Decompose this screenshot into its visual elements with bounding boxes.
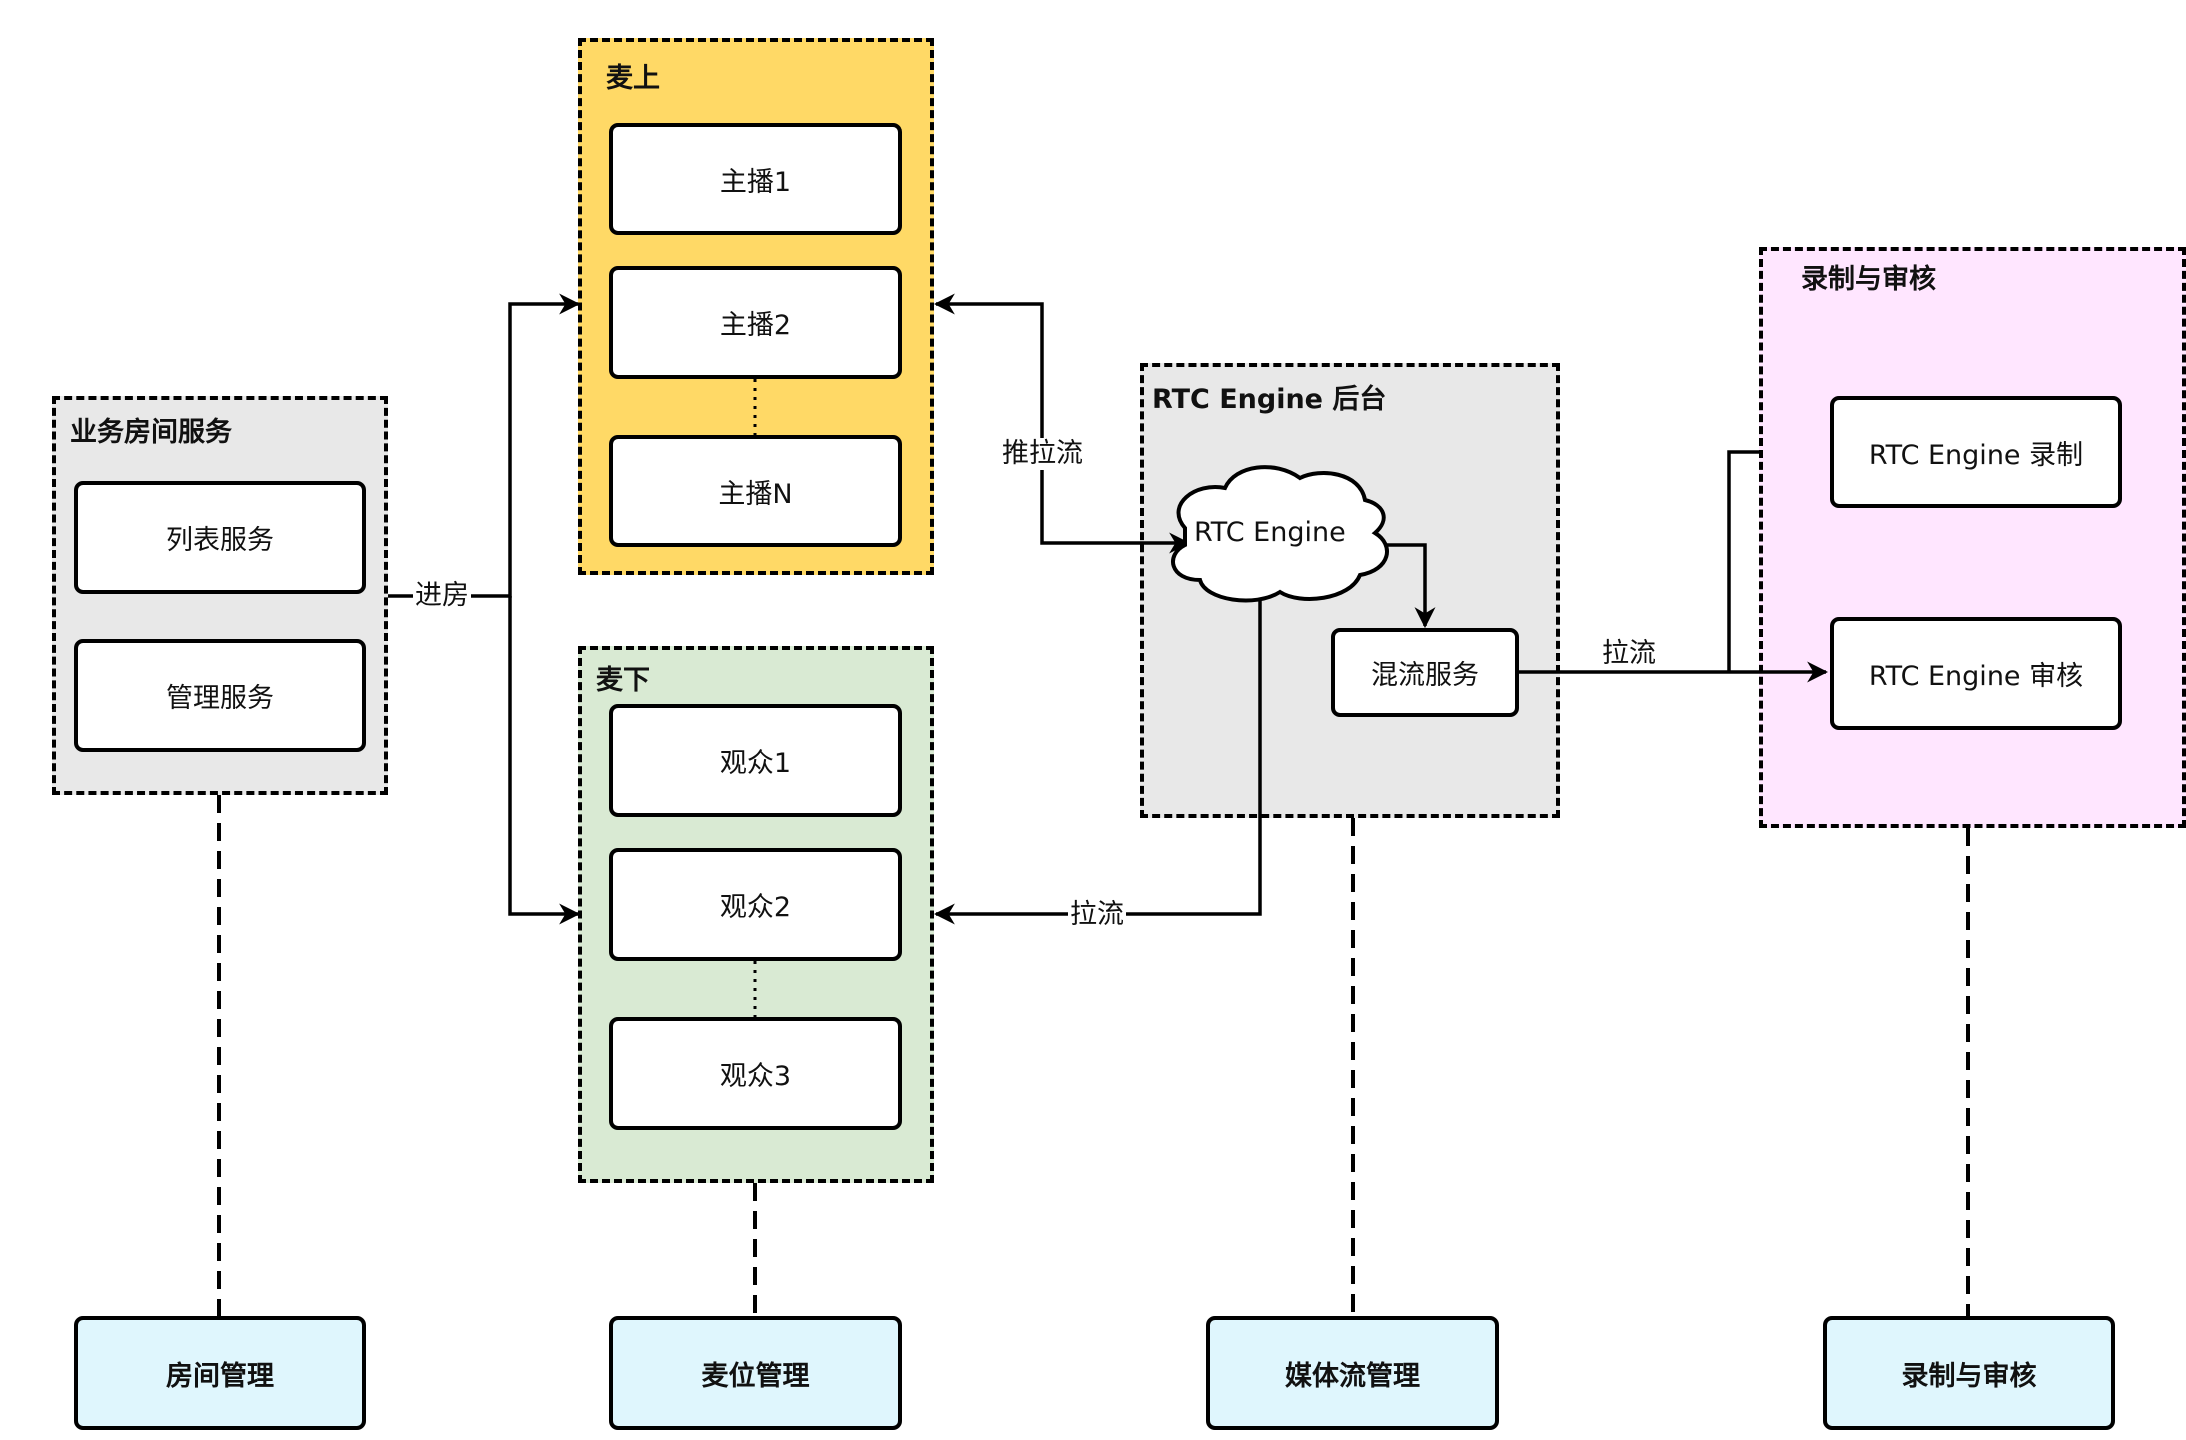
node-rtc-review[interactable]: RTC Engine 审核 [1830, 617, 2122, 730]
bottom-mic-management[interactable]: 麦位管理 [609, 1316, 902, 1430]
cloud-shape [1171, 465, 1389, 603]
node-audience-3[interactable]: 观众3 [609, 1017, 902, 1130]
edge-enter-room [388, 293, 581, 598]
node-host-n[interactable]: 主播N [609, 435, 902, 547]
edge-cloud-mix [1378, 543, 1436, 629]
cloud-label[interactable]: RTC Engine [1194, 517, 1346, 548]
edge-cloud-audience [933, 600, 1262, 925]
group-rtc-backend: RTC Engine 后台 [1140, 363, 1560, 818]
group-title: 业务房间服务 [70, 417, 232, 448]
node-rtc-record[interactable]: RTC Engine 录制 [1830, 396, 2122, 508]
node-audience-1[interactable]: 观众1 [609, 704, 902, 817]
group-record-review: 录制与审核 [1759, 247, 2186, 828]
bottom-room-management[interactable]: 房间管理 [74, 1316, 366, 1430]
node-audience-2[interactable]: 观众2 [609, 848, 902, 961]
edge-enter-room-down [508, 596, 581, 925]
group-title: 录制与审核 [1801, 264, 1936, 295]
edge-mix-record [1727, 450, 1759, 672]
bottom-media-stream-management[interactable]: 媒体流管理 [1206, 1316, 1499, 1430]
node-list-service[interactable]: 列表服务 [74, 481, 366, 594]
edge-push-pull [933, 293, 1191, 554]
group-title: RTC Engine 后台 [1152, 384, 1387, 415]
node-host-1[interactable]: 主播1 [609, 123, 902, 235]
node-host-2[interactable]: 主播2 [609, 266, 902, 379]
bottom-record-review[interactable]: 录制与审核 [1823, 1316, 2115, 1430]
edge-label-push-pull: 推拉流 [1000, 438, 1085, 470]
node-manage-service[interactable]: 管理服务 [74, 639, 366, 752]
edge-label-pull-audience: 拉流 [1068, 899, 1126, 931]
node-mix-service[interactable]: 混流服务 [1331, 628, 1519, 717]
edge-label-enter-room: 进房 [413, 580, 471, 612]
group-title: 麦下 [596, 665, 650, 696]
group-title: 麦上 [606, 63, 660, 94]
edge-label-pull-review: 拉流 [1602, 638, 1656, 669]
